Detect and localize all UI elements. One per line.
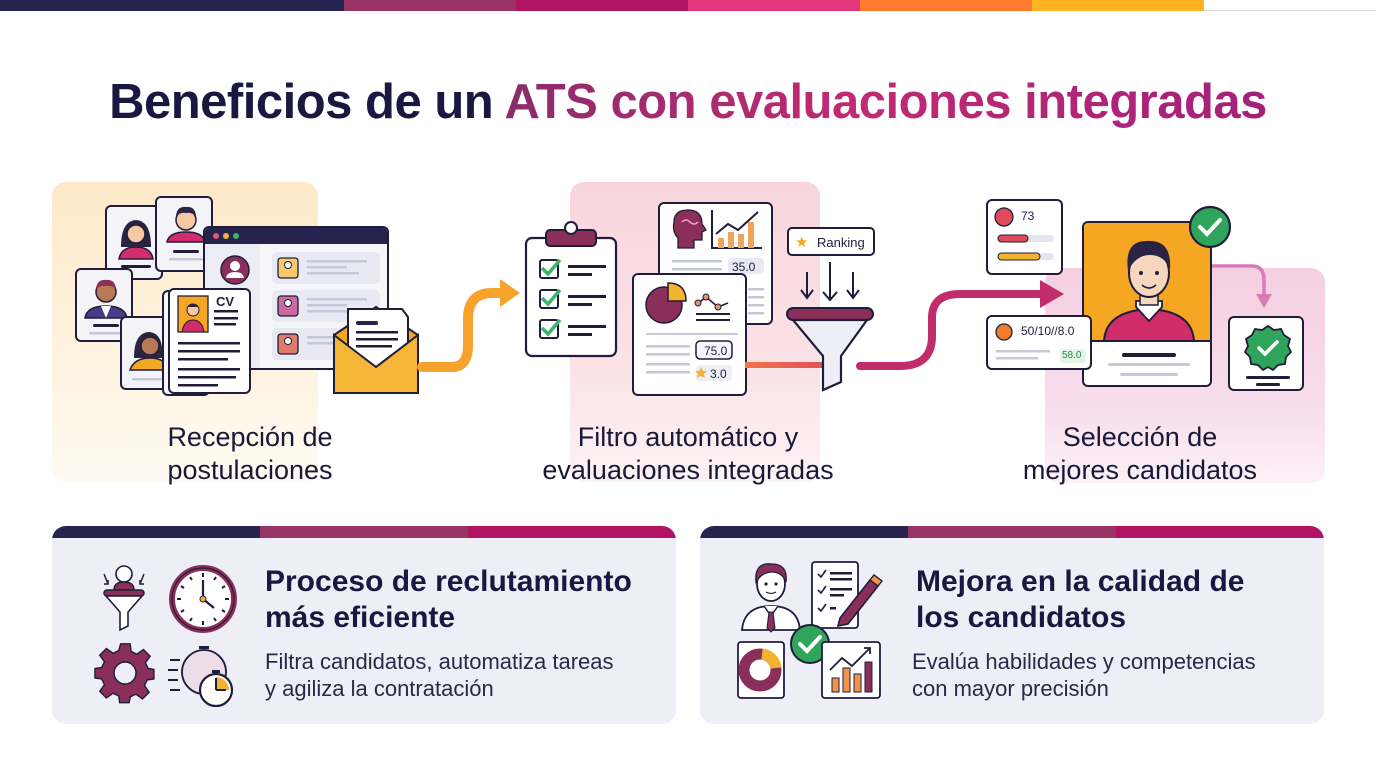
check-icon — [790, 624, 830, 664]
candidate-icon — [741, 563, 801, 633]
benefit-panel-quality: Mejora en la calidad de los candidatos E… — [700, 526, 1324, 724]
cv-document-icon — [177, 295, 240, 387]
topbar-segment-orange — [860, 0, 1032, 11]
title-part-1: Beneficios de un — [109, 75, 505, 129]
topbar-segment-amber — [1032, 0, 1204, 11]
benefit2-desc-line2: con mayor precisión — [912, 676, 1109, 701]
step1-label-line1: Recepción de — [167, 422, 333, 452]
score-50-label: 50/10//8.0 — [1021, 324, 1075, 338]
step2-label: Filtro automático y evaluaciones integra… — [488, 421, 888, 487]
score-card-73: 73 — [986, 199, 1063, 275]
benefit1-title-line2: más eficiente — [265, 601, 456, 634]
gear-icon — [94, 643, 155, 704]
score-35: 35.0 — [732, 260, 756, 274]
stopwatch-icon — [168, 646, 234, 708]
step3-label-line1: Selección de — [1062, 422, 1218, 452]
score-58-badge: 58.0 — [1062, 350, 1082, 361]
flow-arrow-orange-icon — [417, 279, 520, 372]
score-73-label: 73 — [1021, 209, 1035, 223]
flow-arrow-magenta-icon — [856, 280, 1064, 370]
step2-label-line1: Filtro automático y — [577, 422, 799, 452]
window-dot-red — [213, 233, 219, 239]
benefit1-title: Proceso de reclutamiento más eficiente — [265, 564, 632, 636]
checklist-clipboard-icon — [524, 221, 618, 358]
step1-label-line2: postulaciones — [167, 455, 333, 485]
benefit1-title-line1: Proceso de reclutamiento — [265, 565, 632, 598]
pie-line-chart-icon — [645, 282, 738, 381]
donut-chart-icon — [737, 641, 785, 699]
topbar-segment-plum — [344, 0, 516, 11]
person-funnel-icon — [103, 565, 145, 632]
approved-card — [1228, 316, 1304, 391]
panel-color-bar — [52, 526, 676, 538]
flow-line-orange — [745, 362, 825, 368]
benefit1-desc-line2: y agiliza la contratación — [265, 676, 494, 701]
clock-icon — [169, 565, 237, 633]
checklist-pencil-icon — [811, 561, 883, 629]
title-part-2: ATS con evaluaciones integradas — [504, 75, 1267, 129]
growth-chart-icon — [821, 641, 881, 699]
ranking-label: Ranking — [817, 235, 865, 250]
topbar-segment-magenta — [516, 0, 688, 11]
cv-label: CV — [216, 294, 235, 309]
woman-avatar-icon — [118, 220, 154, 268]
topbar-segment-white — [1204, 0, 1376, 11]
score-card-50: 50/10//8.0 58.0 — [986, 315, 1092, 370]
man-jacket-avatar-icon — [84, 279, 128, 335]
step2-label-line2: evaluaciones integradas — [542, 455, 834, 485]
check-badge-icon — [1188, 205, 1232, 249]
window-dot-yellow — [223, 233, 229, 239]
brain-chart-icon — [672, 209, 764, 315]
candidate-portrait-icon — [1084, 223, 1210, 376]
envelope-icon — [333, 305, 419, 394]
window-dot-green — [233, 233, 239, 239]
star-icon: ★ — [795, 234, 809, 251]
profile-card-woman-amber — [120, 316, 170, 390]
benefit2-title-line1: Mejora en la calidad de — [916, 565, 1245, 598]
page-title: Beneficios de un ATS con evaluaciones in… — [0, 74, 1376, 130]
benefit2-title: Mejora en la calidad de los candidatos — [916, 564, 1244, 636]
topbar-segment-navy — [0, 0, 344, 11]
cv-document: CV — [168, 288, 251, 394]
benefit1-desc-line1: Filtra candidatos, automatiza tareas — [265, 649, 614, 674]
flow-arrow-pink-icon — [1212, 264, 1272, 308]
score-75: 75.0 — [704, 344, 728, 358]
step3-label: Selección de mejores candidatos — [990, 421, 1290, 487]
funnel-icon — [786, 262, 874, 392]
score-detail-icon — [995, 323, 1086, 363]
benefit-panel-efficiency: Proceso de reclutamiento más eficiente F… — [52, 526, 676, 724]
approved-seal-icon — [1243, 324, 1293, 386]
step3-label-line2: mejores candidatos — [1022, 455, 1258, 485]
topbar-segment-pink — [688, 0, 860, 11]
ranking-badge: ★ Ranking — [787, 227, 875, 256]
panel-color-bar — [700, 526, 1324, 538]
candidate-portrait-card — [1082, 221, 1212, 387]
top-color-bar — [0, 0, 1376, 11]
evaluation-card-front: 75.0 3.0 — [632, 273, 747, 396]
score-star: 3.0 — [710, 367, 727, 381]
woman-amber-avatar-icon — [128, 332, 169, 381]
score-bars-icon — [994, 207, 1054, 261]
step1-label: Recepción de postulaciones — [100, 421, 400, 487]
browser-titlebar — [205, 228, 387, 244]
benefit2-title-line2: los candidatos — [916, 601, 1127, 634]
benefit1-description: Filtra candidatos, automatiza tareas y a… — [265, 648, 614, 702]
man-avatar-icon — [166, 206, 206, 261]
benefit2-description: Evalúa habilidades y competencias con ma… — [912, 648, 1256, 702]
benefit2-desc-line1: Evalúa habilidades y competencias — [912, 649, 1256, 674]
